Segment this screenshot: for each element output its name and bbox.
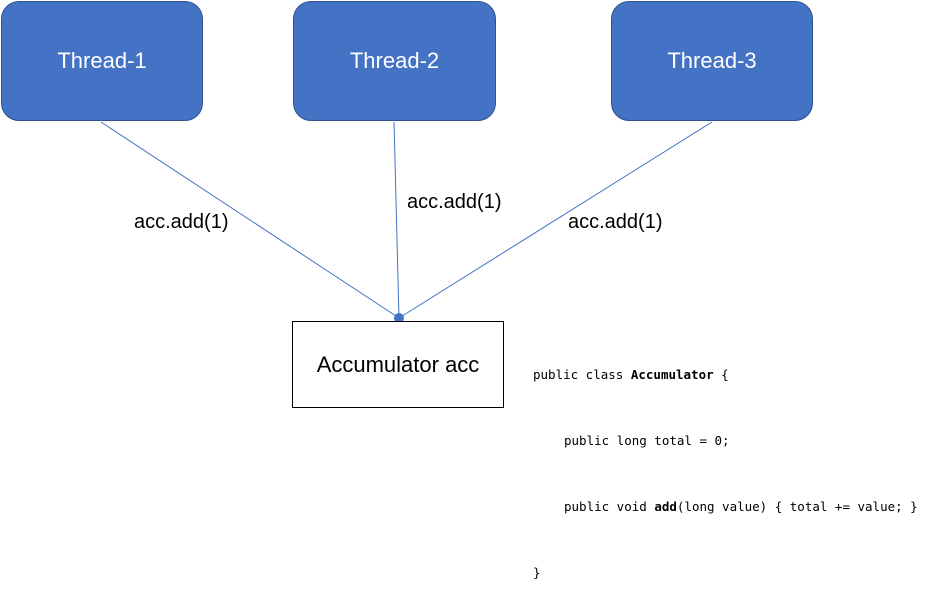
code-line-4: } [533, 562, 918, 584]
thread-2-box: Thread-2 [293, 1, 496, 121]
thread-1-box: Thread-1 [1, 1, 203, 121]
call-label-thread-2: acc.add(1) [407, 191, 502, 213]
connector-thread-3 [398, 121, 713, 319]
accumulator-label: Accumulator acc [316, 351, 480, 377]
code-line-3: public void add(long value) { total += v… [533, 496, 918, 518]
code-method-name: add [654, 499, 677, 514]
code-line-2: public long total = 0; [533, 430, 918, 452]
accumulator-box: Accumulator acc [292, 321, 504, 408]
code-line-3-pre: public void [564, 499, 655, 514]
code-class-name: Accumulator [630, 367, 714, 382]
code-line-1-post: { [713, 367, 729, 382]
call-label-thread-3: acc.add(1) [568, 211, 663, 233]
code-line-1: public class Accumulator { [533, 364, 918, 386]
connector-junction-dot [394, 313, 404, 323]
connector-thread-1 [100, 121, 400, 319]
code-line-1-pre: public class [533, 367, 631, 382]
connector-lines [100, 121, 713, 323]
call-label-thread-1: acc.add(1) [134, 211, 229, 233]
code-line-4-text: } [533, 565, 541, 580]
thread-3-box: Thread-3 [611, 1, 813, 121]
code-snippet: public class Accumulator { public long t… [533, 320, 918, 606]
connector-thread-2 [393, 121, 400, 319]
thread-3-label: Thread-3 [667, 48, 757, 73]
thread-2-label: Thread-2 [349, 48, 440, 73]
thread-1-label: Thread-1 [57, 48, 147, 73]
code-line-3-post: (long value) { total += value; } [676, 499, 918, 514]
code-line-2-text: public long total = 0; [564, 433, 730, 448]
